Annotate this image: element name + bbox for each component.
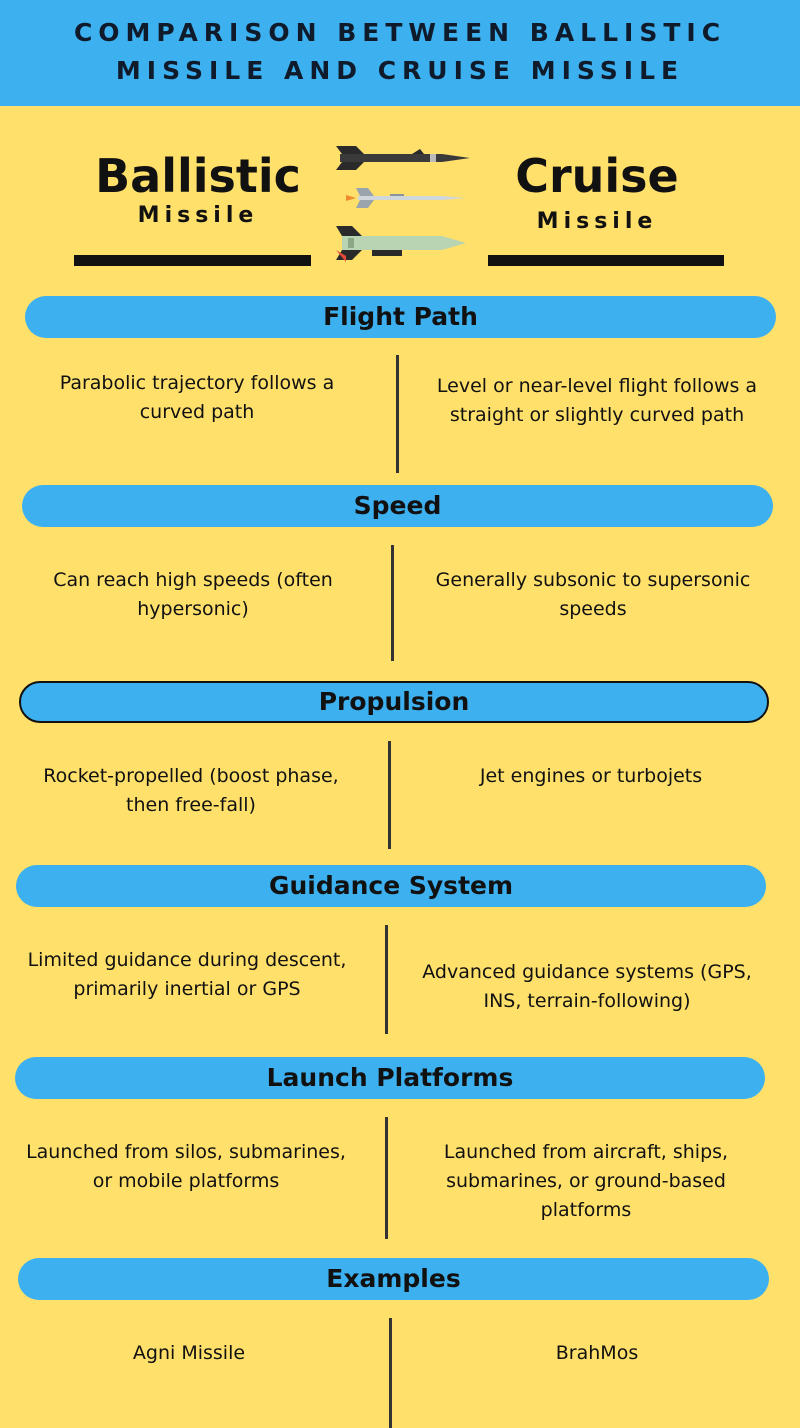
title-line-2: MISSILE AND CRUISE MISSILE [115,56,685,85]
page-title: COMPARISON BETWEEN BALLISTIC MISSILE AND… [0,14,800,90]
section-heading-examples: Examples [18,1258,769,1300]
section-heading-guidance-system: Guidance System [16,865,766,907]
column-divider [391,545,394,661]
ballistic-subtitle: Missile [137,203,259,228]
ballistic-examples: Agni Missile [132,1342,246,1364]
column-divider [396,355,399,473]
section-heading-speed: Speed [22,485,773,527]
title-line-1: COMPARISON BETWEEN BALLISTIC [73,18,727,47]
ballistic-guidance-system: Limited guidance during descent, primari… [27,949,347,1000]
cruise-examples: BrahMos [555,1342,639,1364]
missile-icon-silver [346,188,466,208]
ballistic-speed: Can reach high speeds (often hypersonic) [53,569,333,620]
ballistic-flight-path: Parabolic trajectory follows a curved pa… [59,372,335,423]
ballistic-underline [74,255,311,266]
column-divider [385,1117,388,1239]
cruise-heading: Cruise Missile [477,150,717,236]
section-heading-launch-platforms: Launch Platforms [15,1057,765,1099]
ballistic-title: Ballistic [95,149,301,203]
missile-icon-dark [336,146,470,170]
cruise-propulsion: Jet engines or turbojets [479,765,703,787]
cruise-speed: Generally subsonic to supersonic speeds [435,569,751,620]
missile-icon-green [336,226,466,262]
column-divider [388,741,391,849]
section-heading-propulsion: Propulsion [19,681,769,723]
cruise-launch-platforms: Launched from aircraft, ships, submarine… [443,1141,729,1221]
cruise-underline [488,255,724,266]
ballistic-propulsion: Rocket-propelled (boost phase, then free… [43,765,339,816]
cruise-title: Cruise [515,149,679,203]
cruise-flight-path: Level or near-level flight follows a str… [436,375,758,426]
column-divider [385,925,388,1034]
header-banner: COMPARISON BETWEEN BALLISTIC MISSILE AND… [0,0,800,106]
missiles-illustration [336,146,470,262]
column-divider [389,1318,392,1428]
section-heading-flight-path: Flight Path [25,296,776,338]
ballistic-heading: Ballistic Missile [78,150,318,230]
cruise-subtitle: Missile [536,209,658,234]
ballistic-launch-platforms: Launched from silos, submarines, or mobi… [26,1141,346,1192]
cruise-guidance-system: Advanced guidance systems (GPS, INS, ter… [422,961,752,1012]
